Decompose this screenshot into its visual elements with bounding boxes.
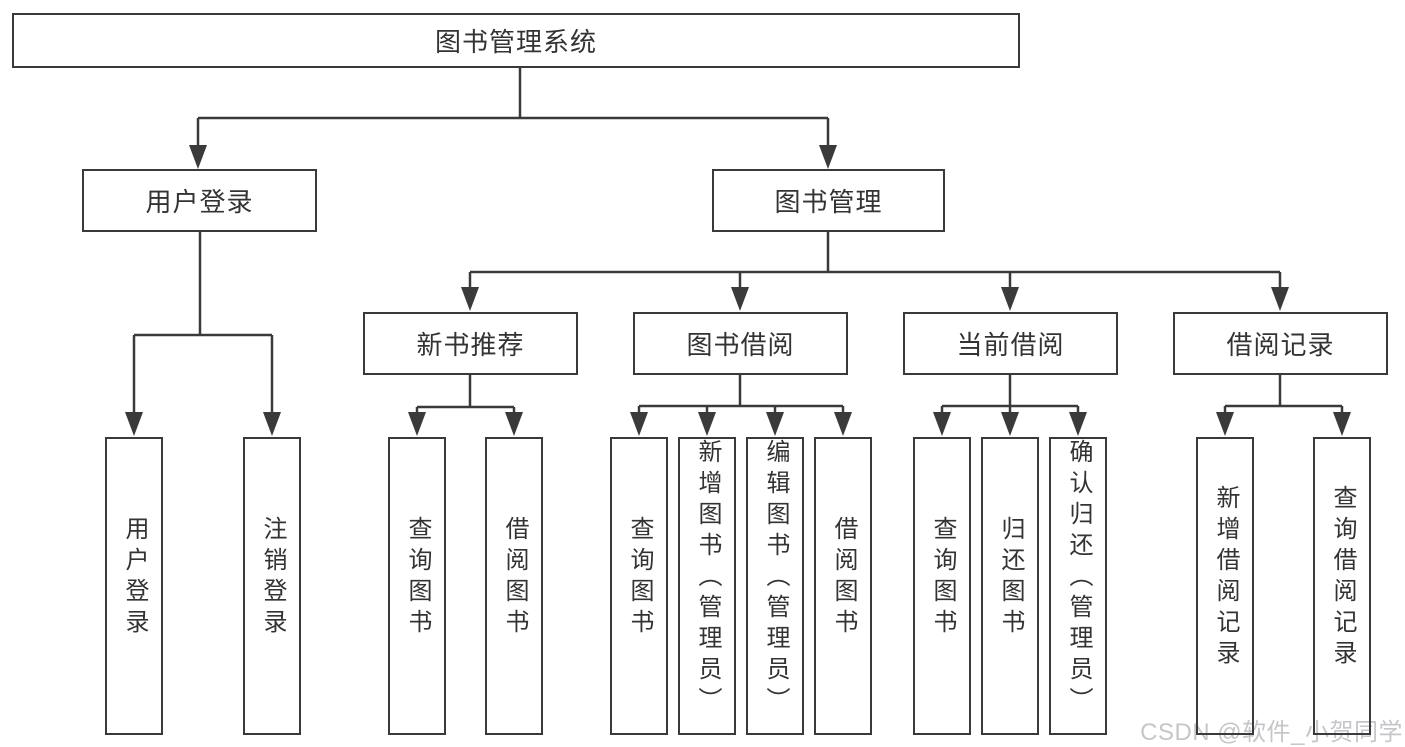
node-label: 查询借阅记录	[1329, 485, 1356, 671]
node-book-management: 图书管理	[712, 169, 945, 232]
leaf-current-return-books: 归还图书	[981, 437, 1039, 735]
leaf-records-add-borrow-record: 新增借阅记录	[1196, 437, 1254, 735]
watermark: CSDN @软件_小贺同学	[1140, 719, 1403, 746]
leaf-recommend-borrow-books: 借阅图书	[485, 437, 543, 735]
node-label: 当前借阅	[956, 330, 1065, 360]
leaf-logout: 注销登录	[243, 437, 301, 735]
node-current-borrowing: 当前借阅	[903, 312, 1118, 375]
node-label: 借阅图书	[501, 516, 528, 640]
node-borrowing-records: 借阅记录	[1173, 312, 1388, 375]
node-label: 借阅图书	[830, 516, 857, 640]
leaf-current-confirm-return-admin: 确认归还（管理员）	[1049, 437, 1107, 735]
node-book-borrowing: 图书借阅	[633, 312, 848, 375]
node-label: 新增图书（管理员）	[694, 438, 721, 718]
node-label: 借阅记录	[1226, 330, 1335, 360]
node-label: 查询图书	[929, 516, 956, 640]
arrowheads	[125, 145, 1351, 436]
node-library-management-system: 图书管理系统	[12, 13, 1020, 68]
node-label: 图书借阅	[686, 330, 795, 360]
leaf-recommend-query-books: 查询图书	[388, 437, 446, 735]
node-label: 查询图书	[626, 516, 653, 640]
leaf-user-login: 用户登录	[105, 437, 163, 735]
leaf-borrowing-borrow-books: 借阅图书	[814, 437, 872, 735]
leaf-borrowing-query-books: 查询图书	[610, 437, 668, 735]
leaf-current-query-books: 查询图书	[913, 437, 971, 735]
node-label: 图书管理系统	[434, 27, 597, 57]
leaf-borrowing-edit-books-admin: 编辑图书（管理员）	[746, 437, 804, 735]
node-label: 用户登录	[121, 516, 148, 640]
node-label: 确认归还（管理员）	[1065, 438, 1092, 718]
node-user-login: 用户登录	[82, 169, 317, 232]
leaf-borrowing-add-books-admin: 新增图书（管理员）	[678, 437, 736, 735]
node-label: 图书管理	[774, 187, 883, 217]
leaf-records-query-borrow-record: 查询借阅记录	[1313, 437, 1371, 735]
node-label: 新书推荐	[416, 330, 525, 360]
node-label: 查询图书	[404, 516, 431, 640]
node-new-book-recommendation: 新书推荐	[363, 312, 578, 375]
node-label: 新增借阅记录	[1212, 485, 1239, 671]
node-label: 编辑图书（管理员）	[762, 438, 789, 718]
node-label: 归还图书	[997, 516, 1024, 640]
node-label: 注销登录	[259, 516, 286, 640]
node-label: 用户登录	[145, 187, 254, 217]
